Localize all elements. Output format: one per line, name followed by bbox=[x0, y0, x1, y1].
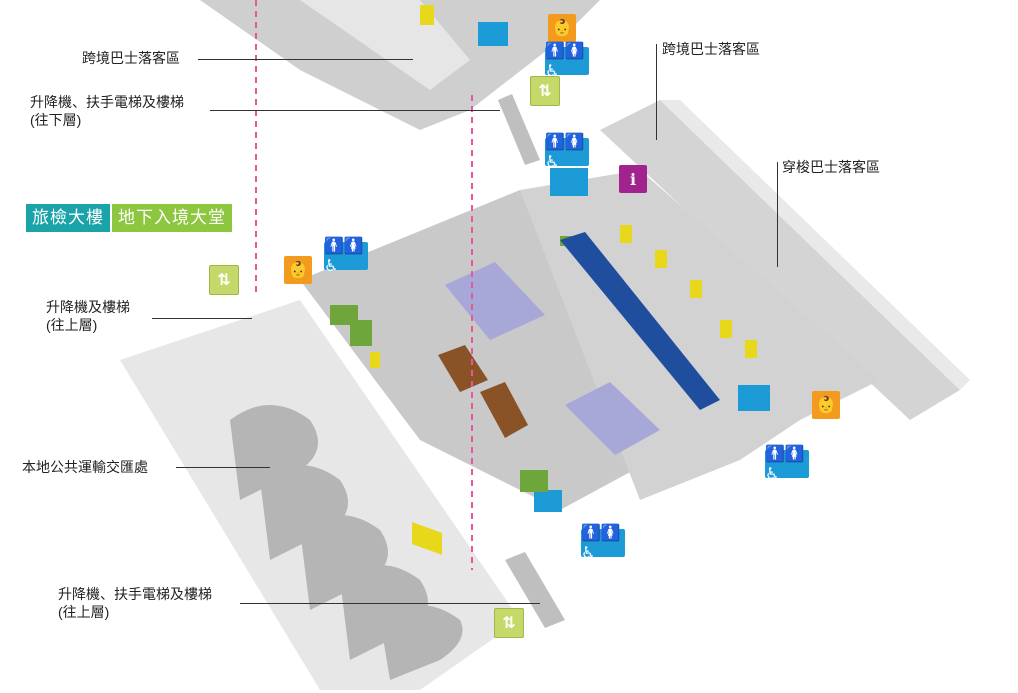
lift-escalator-down-text: 升降機、扶手電梯及樓梯 bbox=[30, 94, 184, 110]
lift-escalator-up-sub: (往上層) bbox=[58, 604, 110, 620]
information-icon: i bbox=[619, 165, 647, 193]
route-lines bbox=[255, 0, 473, 570]
lift-escalator-up-text: 升降機、扶手電梯及樓梯 bbox=[58, 586, 212, 602]
shop-blocks-brown bbox=[438, 345, 528, 438]
leader-shuttle-dropoff bbox=[777, 162, 778, 267]
toilet-blocks bbox=[478, 22, 770, 512]
leader-lift-escalator-up bbox=[240, 603, 540, 604]
label-lift-stairs-up: 升降機及樓梯 (往上層) bbox=[46, 298, 130, 334]
leader-bus-dropoff-right bbox=[656, 44, 657, 140]
lift-stairs-up-text: 升降機及樓梯 bbox=[46, 299, 130, 315]
lift-stairs-up-sub: (往上層) bbox=[46, 317, 98, 333]
bus-bays bbox=[230, 405, 463, 680]
shuttle-bus-road-edge bbox=[660, 100, 970, 390]
counter-blocks-yellow bbox=[370, 5, 757, 555]
lavender-zone-1 bbox=[445, 262, 545, 340]
gate-rails bbox=[560, 232, 720, 410]
baby-care-icon: 👶 bbox=[284, 256, 312, 284]
lavender-zone-2 bbox=[565, 382, 660, 455]
leader-public-transport bbox=[176, 467, 270, 468]
leader-lift-stairs-up bbox=[152, 318, 252, 319]
label-bus-dropoff-left: 跨境巴士落客區 bbox=[82, 50, 180, 66]
label-bus-dropoff-right: 跨境巴士落客區 bbox=[662, 41, 760, 57]
leader-lift-escalator-down bbox=[210, 110, 500, 111]
escalator-upper bbox=[498, 94, 540, 165]
building-title: 旅檢大樓 bbox=[26, 204, 110, 232]
lift-icon: ⇅ bbox=[494, 608, 524, 638]
escalator-lower bbox=[505, 552, 565, 628]
toilet-accessible-icon: 🚹🚺♿ bbox=[324, 238, 368, 275]
baby-care-icon: 👶 bbox=[548, 14, 576, 42]
label-shuttle-dropoff: 穿梭巴士落客區 bbox=[782, 159, 880, 175]
toilet-accessible-icon: 🚹🚺♿ bbox=[545, 134, 589, 171]
label-lift-escalator-up: 升降機、扶手電梯及樓梯 (往上層) bbox=[58, 585, 212, 621]
toilet-accessible-icon: 🚹🚺♿ bbox=[545, 43, 589, 80]
label-lift-escalator-down: 升降機、扶手電梯及樓梯 (往下層) bbox=[30, 93, 184, 129]
shuttle-bus-road bbox=[600, 100, 960, 420]
toilet-accessible-icon: 🚹🚺♿ bbox=[765, 446, 809, 483]
lift-icon: ⇅ bbox=[530, 76, 560, 106]
baby-care-icon: 👶 bbox=[812, 391, 840, 419]
hall-title: 地下入境大堂 bbox=[112, 204, 232, 232]
leader-bus-dropoff-left bbox=[198, 59, 413, 60]
lift-icon: ⇅ bbox=[209, 265, 239, 295]
label-public-transport: 本地公共運輸交匯處 bbox=[22, 459, 148, 475]
toilet-accessible-icon: 🚹🚺♿ bbox=[581, 525, 625, 562]
lift-escalator-down-sub: (往下層) bbox=[30, 112, 82, 128]
